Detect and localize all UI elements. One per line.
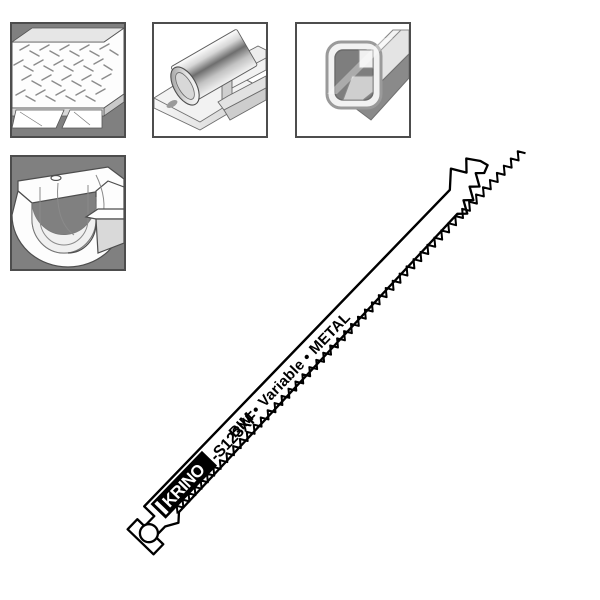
square-tube-icon	[297, 24, 409, 136]
logo-background	[150, 450, 218, 519]
blade-teeth	[175, 150, 526, 514]
pipe-and-i-beam-icon	[154, 24, 266, 136]
cut-pipe-icon	[12, 157, 124, 269]
logo-bar-mark	[154, 500, 169, 515]
application-panel-pipe-and-beam	[152, 22, 268, 138]
application-panel-cut-pipe	[10, 155, 126, 271]
application-panel-checker-plate	[10, 22, 126, 138]
application-panel-square-tube	[295, 22, 411, 138]
checker-plate-icon	[12, 24, 124, 136]
spec-line: BIM • Variable • METAL	[226, 309, 354, 441]
tang-mounting-hole	[138, 523, 160, 544]
